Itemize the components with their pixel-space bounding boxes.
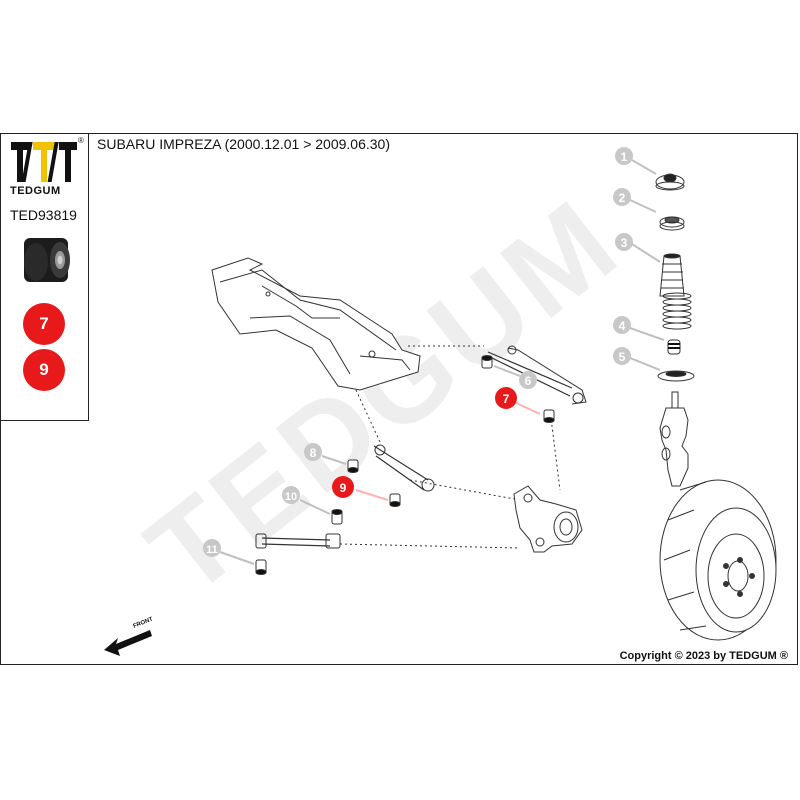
- coil-spring: [662, 292, 692, 330]
- svg-text:9: 9: [340, 481, 347, 495]
- tedgum-logo-icon: [11, 142, 77, 182]
- svg-text:6: 6: [525, 374, 532, 388]
- sidebar-panel: [0, 133, 89, 421]
- callout-6: 6: [519, 371, 537, 389]
- watermark-text: TEDGUM: [124, 173, 645, 621]
- brand-name: TEDGUM: [10, 185, 61, 197]
- callout-2: 2: [613, 188, 631, 206]
- bushing-6a: [481, 355, 493, 369]
- front-arrow-icon: FRONT: [104, 616, 154, 656]
- svg-text:1: 1: [621, 150, 628, 164]
- front-label: FRONT: [133, 616, 155, 629]
- svg-text:11: 11: [206, 544, 218, 556]
- callout-3: 3: [615, 233, 633, 251]
- bushing-8: [347, 459, 359, 473]
- spring-seat: [657, 370, 695, 382]
- callout-7[interactable]: 7: [495, 387, 517, 409]
- strut-top-mount: [655, 173, 685, 191]
- registered-mark: ®: [78, 136, 84, 145]
- bushing-10: [331, 509, 343, 525]
- shock-absorber: [659, 391, 689, 487]
- callout-5: 5: [613, 347, 631, 365]
- copyright-text: Copyright © 2023 by TEDGUM ®: [619, 650, 788, 662]
- svg-text:3: 3: [621, 236, 628, 250]
- callout-1: 1: [615, 147, 633, 165]
- wheel-tire: [659, 479, 777, 641]
- lower-lateral-link: [373, 444, 435, 492]
- part-number: TED93819: [10, 207, 77, 223]
- svg-text:4: 4: [619, 319, 626, 333]
- callout-10: 10: [282, 486, 300, 504]
- bushing-11: [255, 559, 267, 575]
- callout-9[interactable]: 9: [332, 476, 354, 498]
- position-badge-7[interactable]: 7: [23, 303, 65, 345]
- callout-11: 11: [203, 539, 221, 557]
- bushing-9: [389, 493, 401, 507]
- position-badge-9[interactable]: 9: [23, 349, 65, 391]
- svg-text:10: 10: [285, 491, 297, 503]
- diagram-frame: [0, 133, 798, 665]
- strut-bearing: [659, 216, 685, 231]
- svg-text:8: 8: [310, 446, 317, 460]
- subframe-crossmember: [211, 257, 421, 391]
- bump-stop: [667, 339, 681, 355]
- bushing-7: [543, 409, 555, 423]
- svg-text:7: 7: [503, 392, 510, 406]
- bushing-product-icon: [24, 238, 70, 282]
- vehicle-title: SUBARU IMPREZA (2000.12.01 > 2009.06.30): [97, 136, 390, 152]
- trailing-link: [255, 533, 341, 549]
- wheel-knuckle: [513, 485, 583, 553]
- svg-text:5: 5: [619, 350, 626, 364]
- callout-4: 4: [613, 316, 631, 334]
- callout-8: 8: [304, 443, 322, 461]
- dust-boot: [659, 253, 685, 297]
- svg-text:2: 2: [619, 191, 626, 205]
